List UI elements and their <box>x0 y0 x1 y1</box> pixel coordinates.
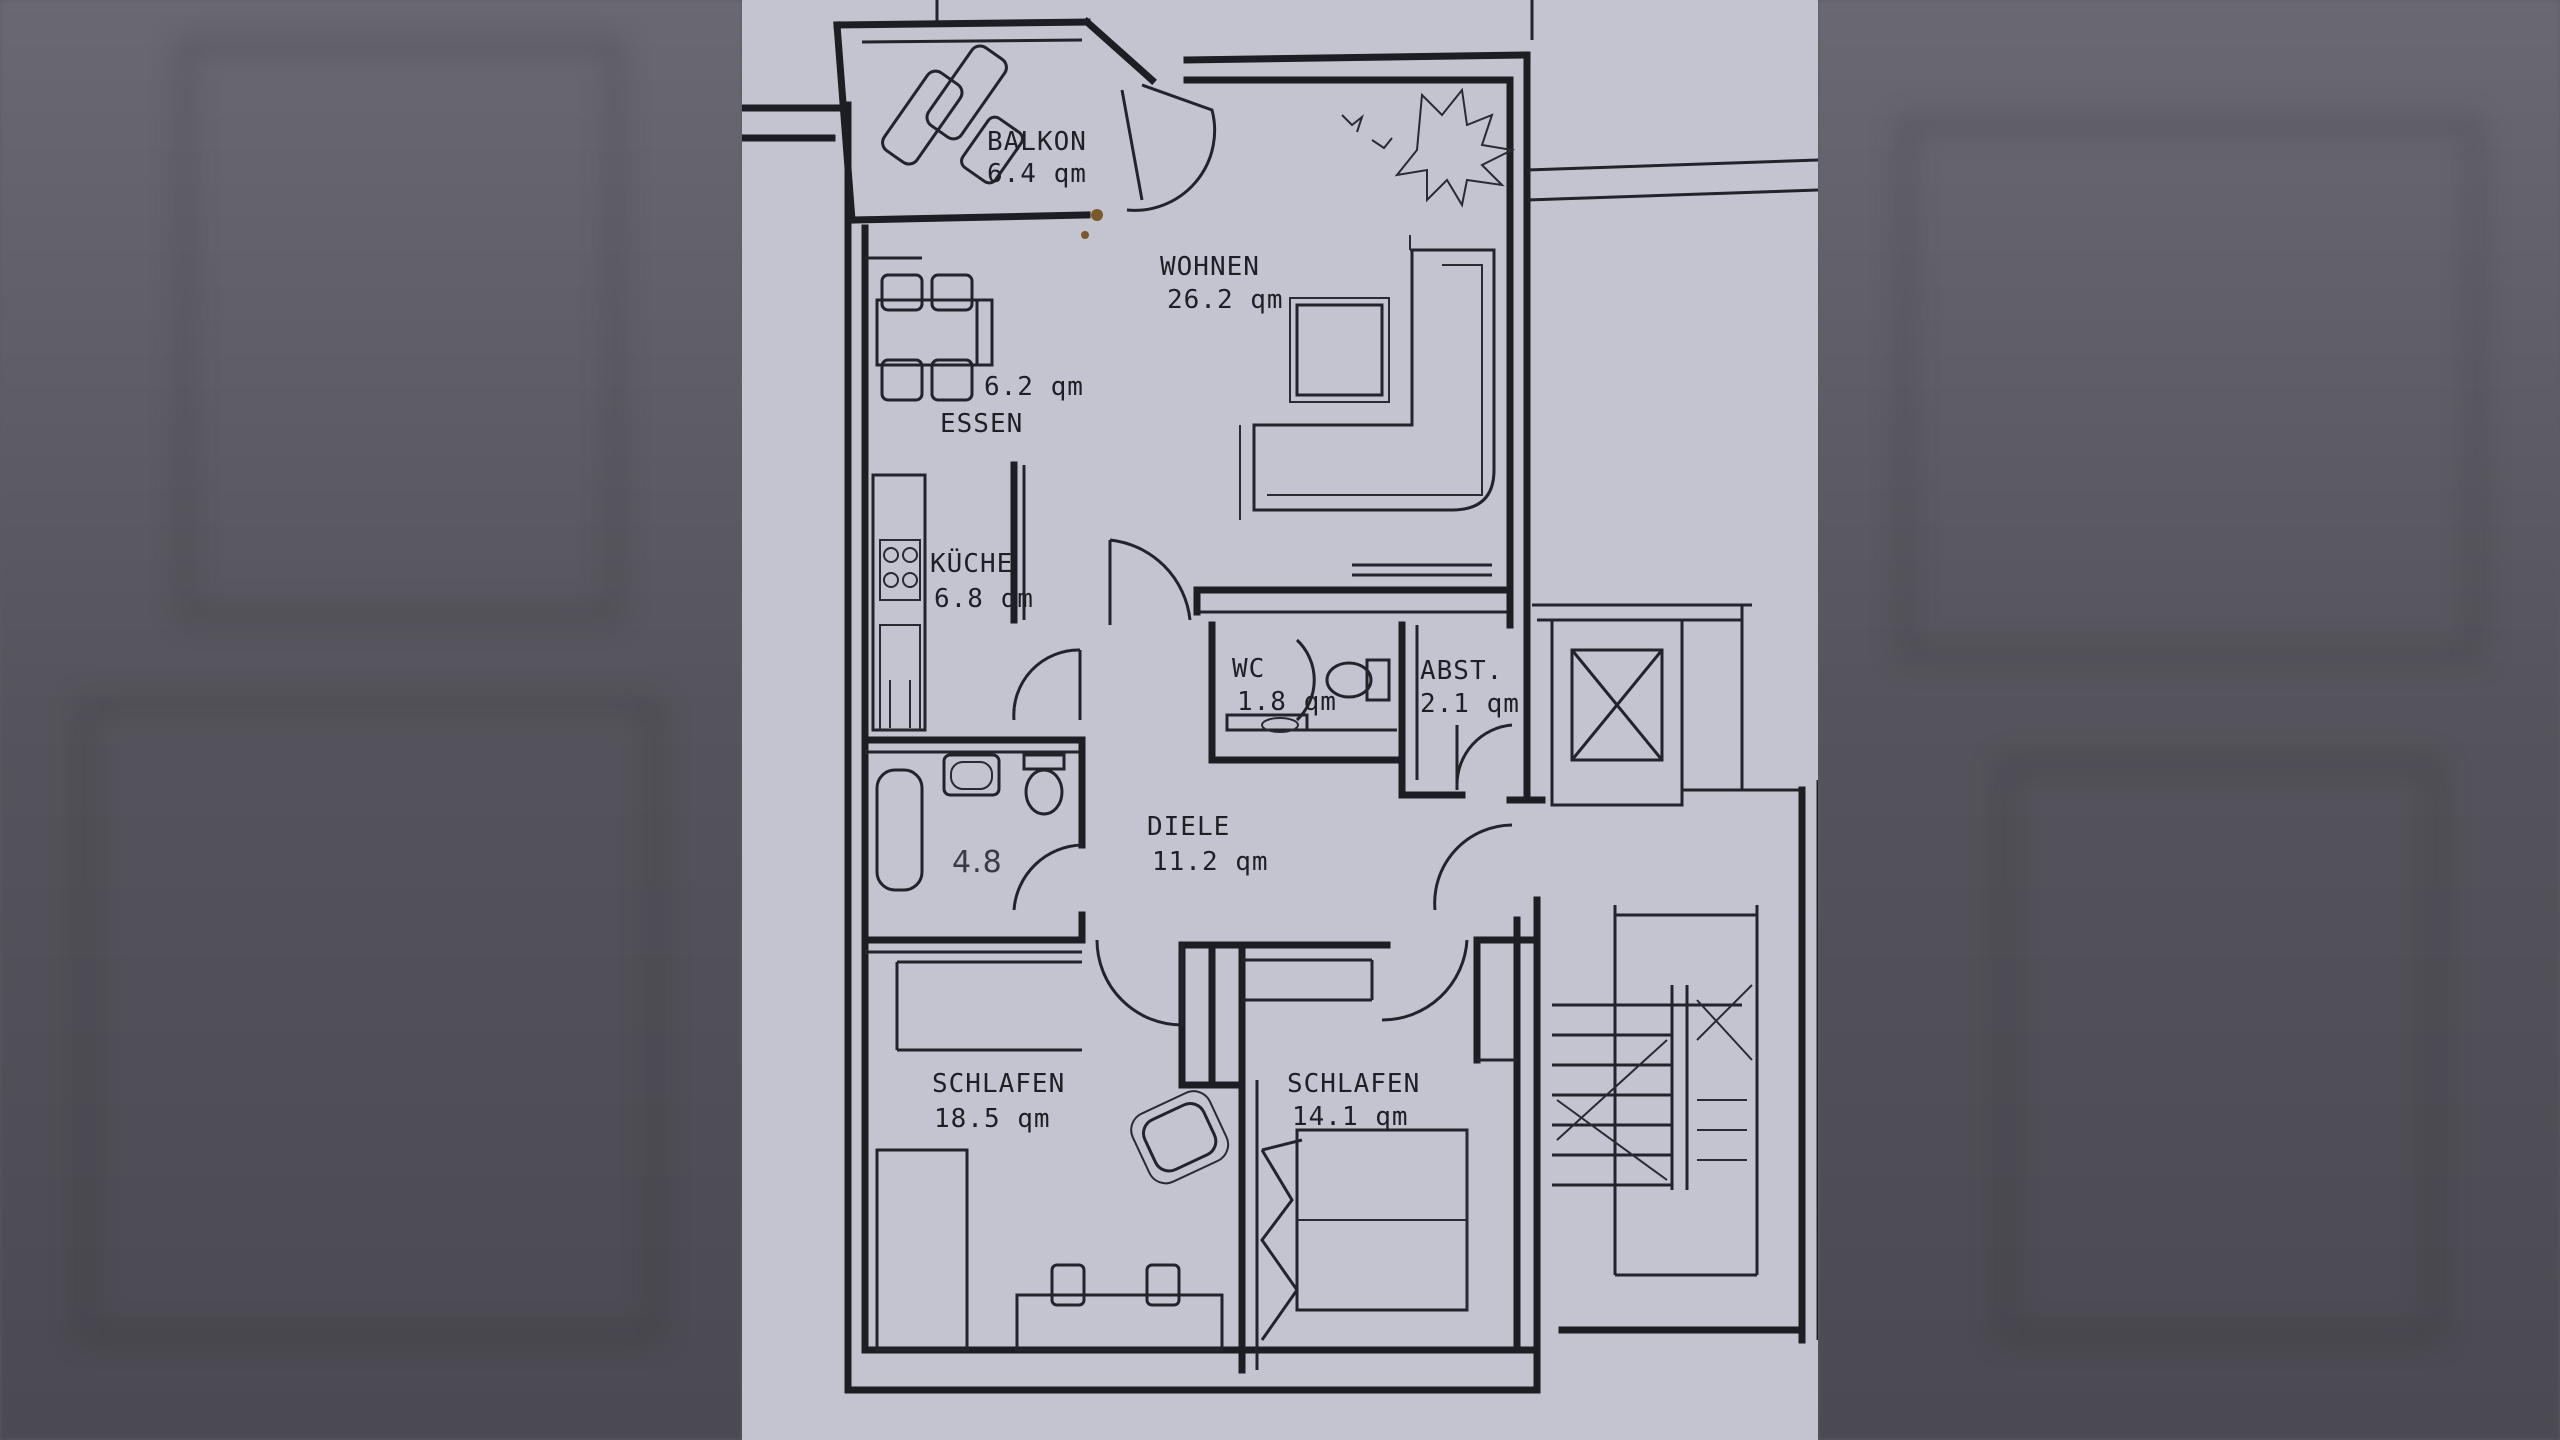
balkon-area: 6.4 qm <box>987 159 1087 189</box>
kueche-area: 6.8 qm <box>934 584 1034 614</box>
outer-walls <box>742 0 1818 1394</box>
diele-name: DIELE <box>1147 812 1230 842</box>
schlafen-1-name: SCHLAFEN <box>932 1069 1065 1099</box>
dining-area <box>865 256 994 402</box>
blurred-background-right <box>1818 0 2560 1440</box>
balcony-area <box>833 17 1516 239</box>
living-room-furniture <box>1239 235 1496 577</box>
balkon-name: BALKON <box>987 127 1087 157</box>
wc-fixtures <box>1225 658 1391 733</box>
bedroom-2-furniture <box>1295 1128 1469 1312</box>
essen-area: 6.2 qm <box>984 372 1084 402</box>
ghost-wall-left-2 <box>80 700 660 1340</box>
room-labels: BALKON 6.4 qm WOHNEN 26.2 qm 6.2 qm ESSE… <box>930 127 1520 1134</box>
kitchen-fixtures <box>871 473 927 732</box>
doors <box>1012 538 1513 1341</box>
wohnen-name: WOHNEN <box>1160 252 1260 282</box>
floor-plan-sheet: BALKON 6.4 qm WOHNEN 26.2 qm 6.2 qm ESSE… <box>742 0 1818 1440</box>
schlafen-1-area: 18.5 qm <box>934 1104 1051 1134</box>
stairwell <box>1532 603 1818 1344</box>
schlafen-2-area: 14.1 qm <box>1292 1102 1409 1132</box>
ghost-wall-left-1 <box>180 40 620 620</box>
bad-area: 4.8 <box>952 845 1003 880</box>
schlafen-2-name: SCHLAFEN <box>1287 1069 1420 1099</box>
bedroom-1-furniture <box>875 1090 1230 1352</box>
wc-name: WC <box>1232 654 1265 684</box>
essen-name: ESSEN <box>940 409 1023 439</box>
wc-area: 1.8 qm <box>1237 687 1337 717</box>
plant-icon <box>1341 87 1516 208</box>
kueche-name: KÜCHE <box>930 547 1013 579</box>
floor-plan-drawing: BALKON 6.4 qm WOHNEN 26.2 qm 6.2 qm ESSE… <box>742 0 1818 1394</box>
ghost-wall-right-1 <box>1900 120 2480 660</box>
ghost-wall-right-2 <box>2000 760 2440 1340</box>
bathroom-fixtures <box>875 753 1066 892</box>
abst-name: ABST. <box>1420 656 1503 686</box>
blurred-background-left <box>0 0 742 1440</box>
diele-area: 11.2 qm <box>1152 847 1269 877</box>
abst-area: 2.1 qm <box>1420 689 1520 719</box>
wohnen-area: 26.2 qm <box>1167 285 1284 315</box>
